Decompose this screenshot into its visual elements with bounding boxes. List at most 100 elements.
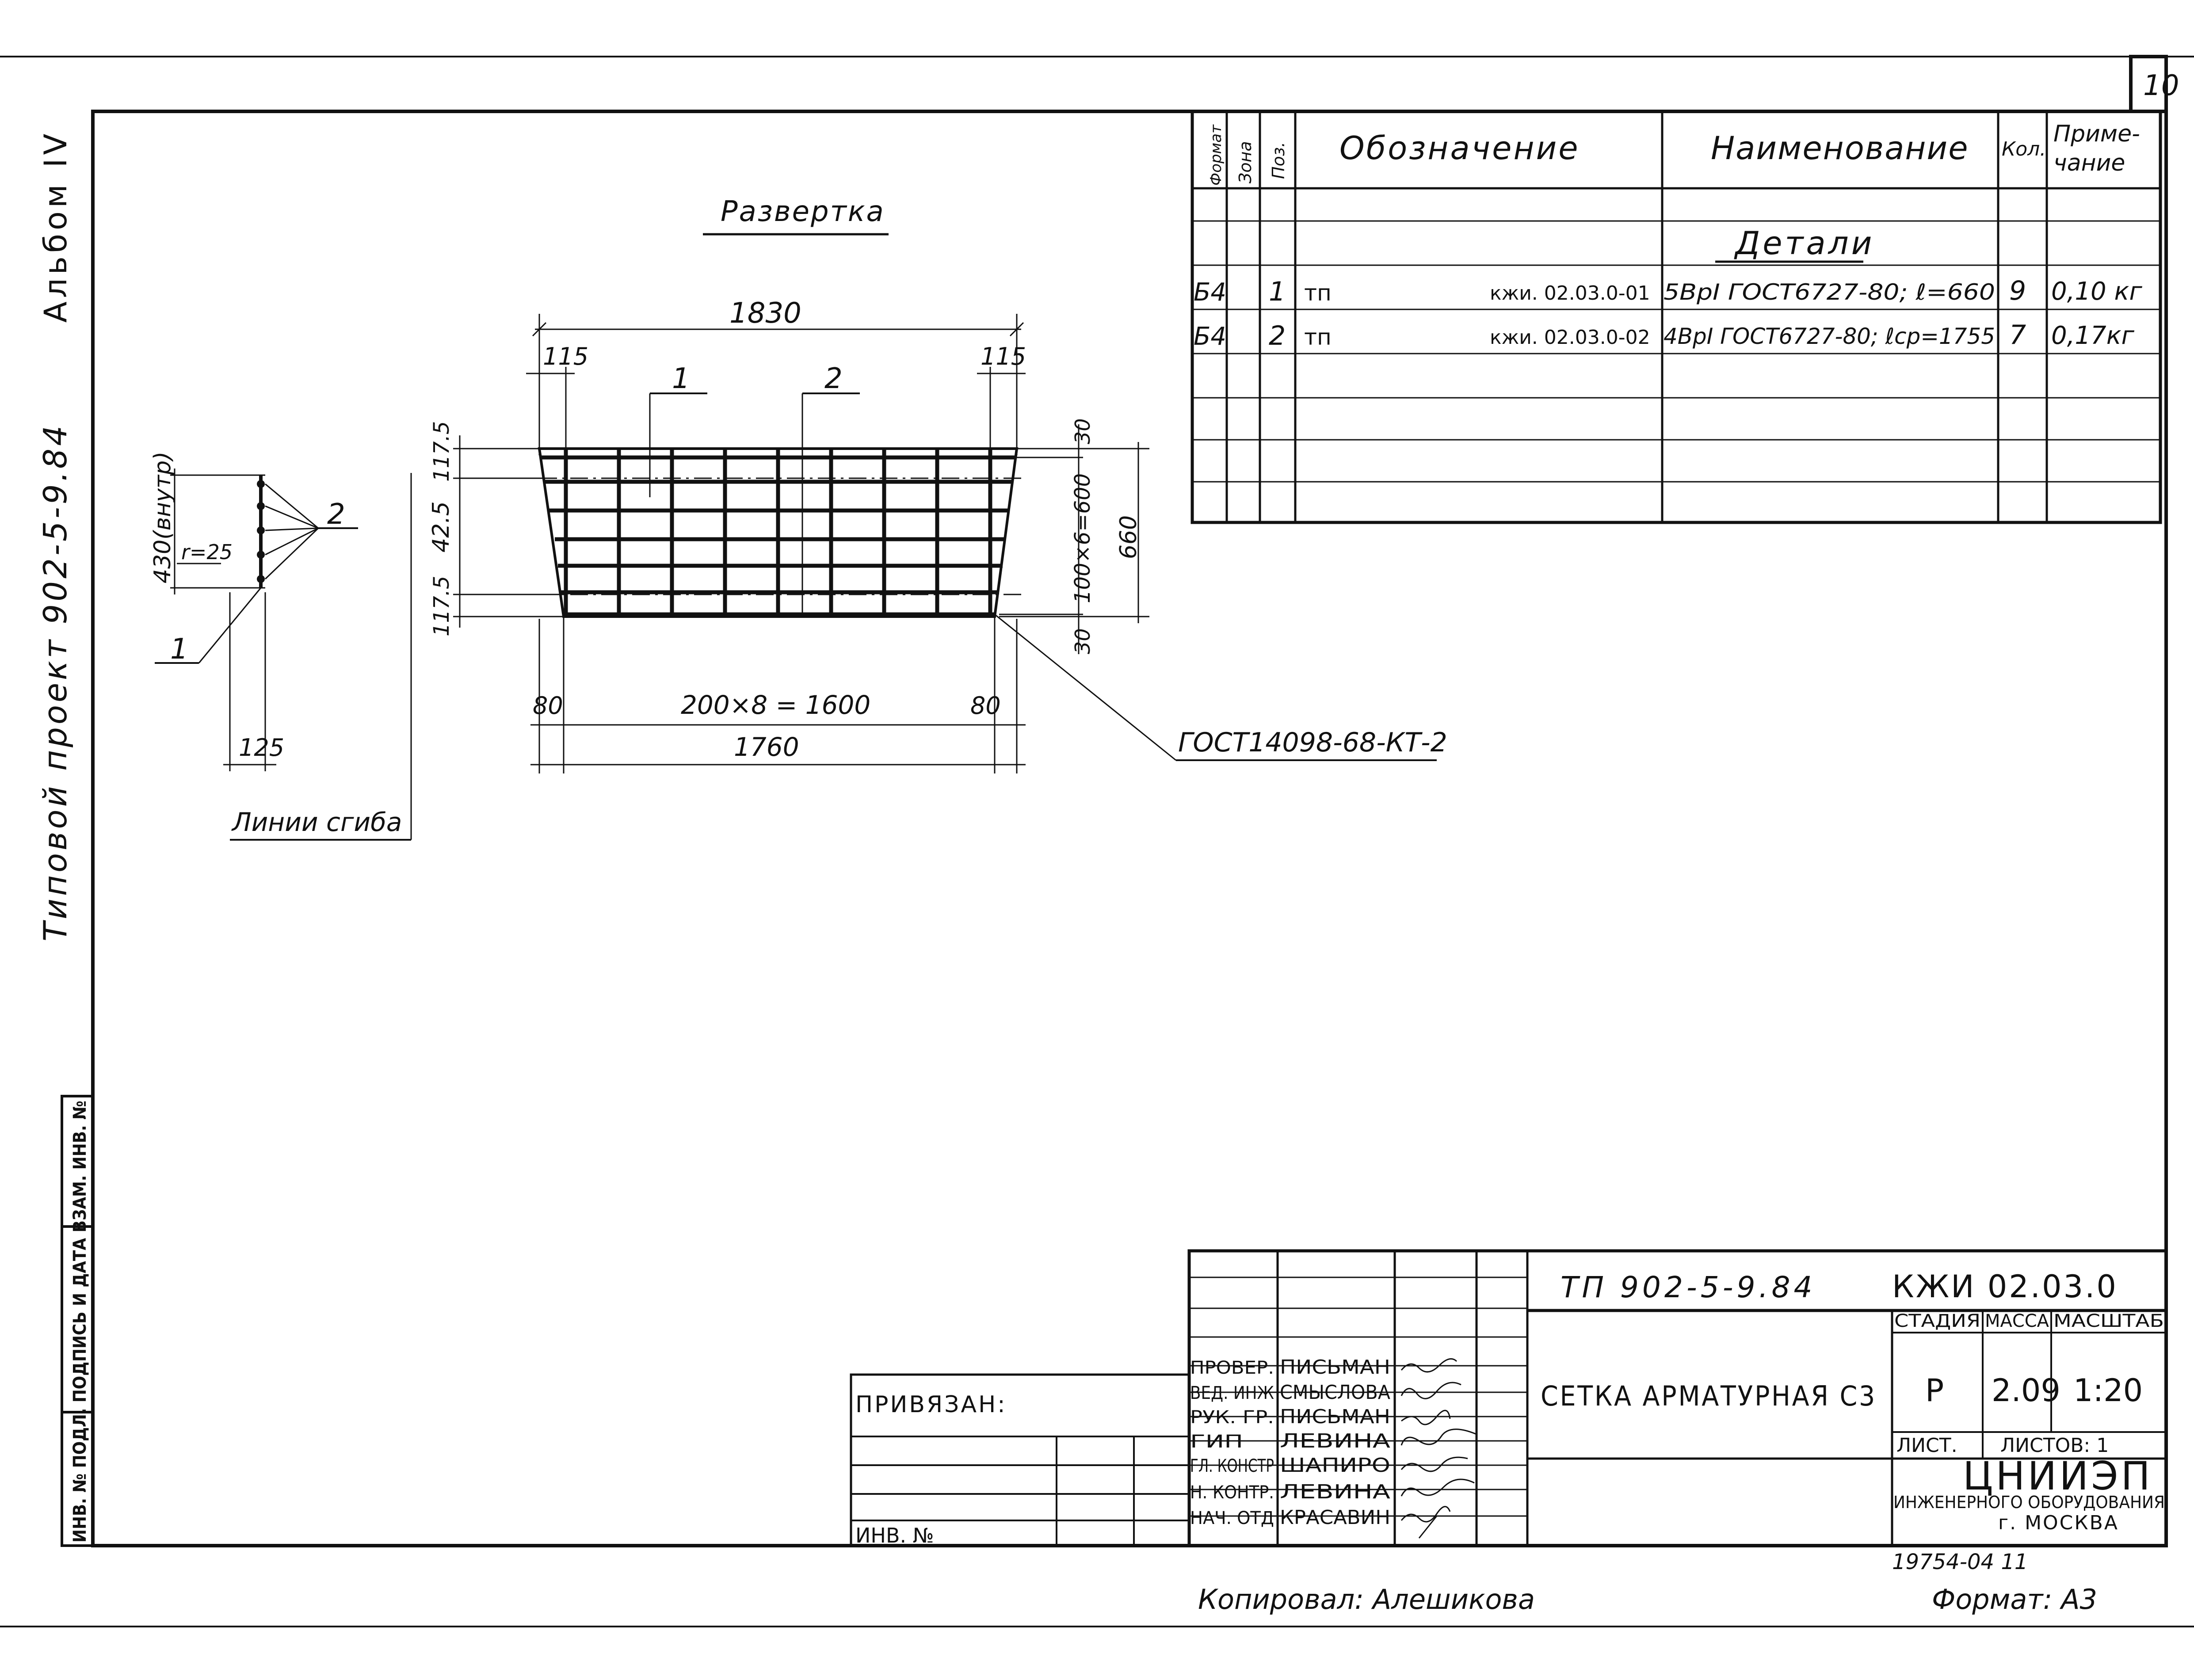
row-format: Б4: [1194, 278, 1226, 307]
dim-200x8: 200×8 = 1600: [681, 690, 870, 720]
person-name: ЛЕВИНА: [1280, 1481, 1390, 1503]
project-code: ТП 902-5-9.84: [1561, 1270, 1816, 1304]
people-row: ПРОВЕР. ПИСЬМАН: [1190, 1356, 1390, 1379]
stage-value: Р: [1925, 1372, 1944, 1409]
row-qty: 7: [2009, 320, 2026, 350]
person-role: ГИП: [1190, 1432, 1243, 1452]
header-name: Наименование: [1711, 130, 1969, 167]
person-role: ПРОВЕР.: [1190, 1358, 1274, 1378]
scale-value: 1:20: [2073, 1372, 2143, 1409]
dim-1830: 1830: [729, 297, 801, 330]
person-role: НАЧ. ОТД: [1190, 1508, 1274, 1528]
callout-pos2: 2: [824, 362, 843, 395]
people-row: НАЧ. ОТД КРАСАВИН: [1190, 1506, 1390, 1529]
row-name: 5ВрI ГОСТ6727-80; ℓ=660: [1664, 279, 1995, 305]
dim-span-right: 100×6=600: [1070, 473, 1095, 603]
page-number: 10: [2143, 69, 2179, 102]
section-callout-pos2: 2: [327, 498, 345, 531]
dim-80-right: 80: [970, 692, 1001, 720]
project-label: Типовой проект 902-5-9.84: [37, 423, 74, 941]
row-pos: 1: [1269, 276, 1286, 307]
doc-name: СЕТКА АРМАТУРНАЯ С3: [1541, 1380, 1877, 1412]
dim-115-right: 115: [981, 343, 1026, 370]
header-note-line2: чание: [2053, 150, 2125, 176]
header-qty: Кол.: [2002, 138, 2046, 160]
org-sub: ИНЖЕНЕРНОГО ОБОРУДОВАНИЯ: [1893, 1493, 2165, 1512]
people-row: Н. КОНТР. ЛЕВИНА: [1190, 1481, 1390, 1503]
row-note: 0,10 кг: [2051, 277, 2142, 306]
order-number: 19754-04 11: [1892, 1550, 2028, 1574]
fold-lines-label: Линии сгиба: [231, 807, 402, 837]
header-pos: Поз.: [1269, 142, 1288, 179]
people-row: ГЛ. КОНСТР ШАПИРО: [1190, 1454, 1390, 1477]
dim-117-lower: 117.5: [429, 576, 454, 636]
dim-117-upper: 117.5: [429, 421, 454, 482]
section-callout-pos1: 1: [170, 633, 188, 666]
scale-label: МАСШТАБ: [2053, 1311, 2164, 1331]
album-label: Альбом IV: [38, 130, 74, 323]
sheets-label: ЛИСТОВ: 1: [2000, 1434, 2109, 1457]
side-stamp-text: ИНВ. № ПОДЛ. ПОДПИСЬ И ДАТА ВЗАМ. ИНВ. №: [70, 1101, 90, 1543]
people-row: ГИП ЛЕВИНА: [1190, 1430, 1390, 1452]
person-role: Н. КОНТР.: [1190, 1482, 1274, 1503]
header-designation: Обозначение: [1339, 130, 1580, 167]
specification-table: Формат Зона Поз. Обозначение Наименовани…: [1190, 110, 2162, 524]
row-note: 0,17кг: [2051, 321, 2135, 350]
row-prefix: тп: [1304, 324, 1332, 350]
dim-30-bottom: 30: [1071, 628, 1095, 654]
section-width: 125: [239, 734, 284, 762]
header-note: Приме- чание: [2053, 121, 2147, 176]
person-role: ВЕД. ИНЖ: [1190, 1383, 1274, 1403]
section-height: 430(внутр): [149, 451, 176, 583]
dim-660: 660: [1115, 515, 1142, 559]
sheet-trim-lines: [0, 56, 2194, 1627]
row-designation: кжи. 02.03.0-02: [1490, 326, 1650, 349]
stage-label: СТАДИЯ: [1894, 1311, 1980, 1331]
doc-code: КЖИ 02.03.0: [1892, 1269, 2118, 1305]
person-name: ПИСЬМАН: [1280, 1356, 1390, 1379]
person-name: ШАПИРО: [1280, 1454, 1390, 1477]
people-row: ВЕД. ИНЖ СМЫСЛОВА: [1190, 1381, 1390, 1404]
callout-pos1: 1: [672, 362, 690, 395]
header-note-line1: Приме-: [2053, 121, 2140, 147]
person-role: ГЛ. КОНСТР: [1190, 1456, 1274, 1476]
dim-115-left: 115: [543, 343, 588, 370]
person-name: КРАСАВИН: [1280, 1506, 1390, 1529]
spec-row: Б4 1 тп кжи. 02.03.0-01 5ВрI ГОСТ6727-80…: [1194, 275, 2142, 307]
header-format: Формат: [1207, 124, 1225, 186]
copied-by: Копировал: Алешикова: [1198, 1583, 1535, 1615]
signatures: [1400, 1358, 1477, 1539]
row-format: Б4: [1194, 322, 1226, 351]
people-row: РУК. ГР. ПИСЬМАН: [1190, 1406, 1390, 1428]
inv-no-label: ИНВ. №: [855, 1524, 934, 1547]
format-label: Формат: А3: [1932, 1583, 2097, 1615]
mass-value: 2.09: [1992, 1372, 2060, 1409]
section-title: Детали: [1734, 225, 1874, 262]
side-stamp: ИНВ. № ПОДЛ. ПОДПИСЬ И ДАТА ВЗАМ. ИНВ. №: [61, 1095, 94, 1547]
person-name: ЛЕВИНА: [1280, 1430, 1390, 1452]
org-name: ЦНИИЭП: [1963, 1453, 2153, 1499]
mesh-drawing: Развертка 1830 115 115 1 2: [428, 195, 1447, 773]
row-name: 4ВрI ГОСТ6727-80; ℓср=1755: [1664, 324, 1995, 349]
section-pitch: r=25: [181, 540, 233, 564]
person-name: СМЫСЛОВА: [1280, 1381, 1390, 1404]
row-designation: кжи. 02.03.0-01: [1490, 282, 1650, 305]
title-block: ПРОВЕР. ПИСЬМАН ВЕД. ИНЖ СМЫСЛОВА РУК. Г…: [850, 1249, 2168, 1547]
spec-row: Б4 2 тп кжи. 02.03.0-02 4ВрI ГОСТ6727-80…: [1194, 320, 2135, 351]
dim-30-top: 30: [1071, 418, 1095, 444]
mass-label: МАССА: [1985, 1311, 2049, 1331]
weld-note: ГОСТ14098-68-КТ-2: [1178, 727, 1447, 758]
sheet-label: ЛИСТ.: [1896, 1434, 1957, 1457]
dim-1760: 1760: [734, 732, 799, 762]
section-view: 2 430(внутр) r=25 1 125 Линии сгиба: [149, 451, 412, 841]
row-prefix: тп: [1304, 280, 1332, 306]
drawing-title: Развертка: [721, 195, 885, 228]
row-pos: 2: [1269, 320, 1286, 351]
person-name: ПИСЬМАН: [1280, 1406, 1390, 1428]
dim-425: 42.5: [428, 501, 454, 552]
org-city: г. МОСКВА: [1998, 1512, 2119, 1534]
dim-80-left: 80: [533, 692, 563, 720]
privyazan-label: ПРИВЯЗАН:: [855, 1391, 1007, 1418]
header-zone: Зона: [1236, 141, 1255, 183]
